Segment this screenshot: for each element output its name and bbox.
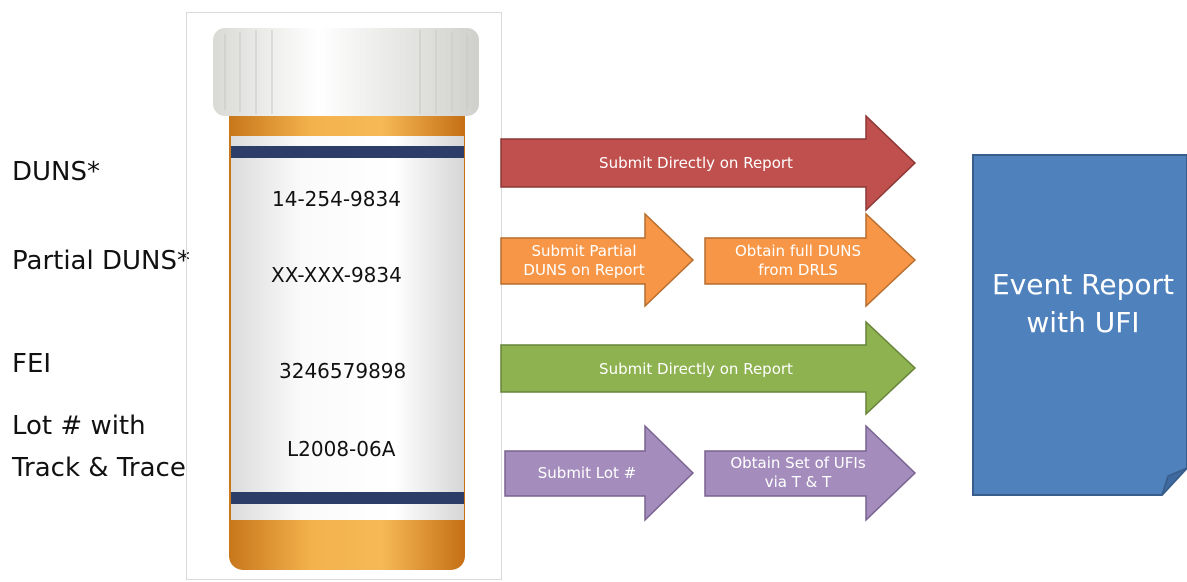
arrow-partial-obtain-line1: Obtain full DUNS — [734, 242, 861, 260]
arrow-lot-obtain-text: Obtain Set of UFIs via T & T — [705, 454, 891, 492]
arrow-fei-text: Submit Directly on Report — [599, 360, 793, 378]
label-lot-track-trace: Lot # with Track & Trace — [12, 405, 186, 489]
label-lot-line2: Track & Trace — [12, 453, 186, 483]
pill-bottle — [213, 28, 479, 570]
bottle-lot-value: L2008-06A — [287, 437, 396, 461]
arrow-duns-text: Submit Directly on Report — [599, 154, 793, 172]
arrow-fei-submit — [500, 320, 917, 416]
bottle-label — [231, 136, 464, 520]
label-partial-duns: Partial DUNS* — [12, 246, 190, 276]
label-fei: FEI — [12, 349, 52, 379]
arrow-lot-submit — [504, 424, 695, 522]
arrow-partial-obtain — [704, 212, 917, 308]
label-duns: DUNS* — [12, 157, 101, 187]
arrow-lot-obtain-line2: via T & T — [764, 473, 832, 491]
arrow-partial-obtain-text: Obtain full DUNS from DRLS — [705, 242, 891, 280]
bottle-cap — [213, 28, 479, 116]
event-report-line1: Event Report — [992, 268, 1174, 301]
bottle-fei-value: 3246579898 — [279, 359, 407, 383]
arrow-partial-obtain-line2: from DRLS — [758, 261, 838, 279]
arrow-partial-submit — [500, 212, 695, 308]
label-band-top — [231, 146, 464, 158]
arrow-partial-submit-line1: Submit Partial — [531, 242, 637, 260]
arrow-lot-submit-text: Submit Lot # — [537, 464, 637, 482]
arrow-lot-obtain — [704, 424, 917, 522]
arrow-lot-obtain-line1: Obtain Set of UFIs — [730, 454, 866, 472]
bottle-duns-value: 14-254-9834 — [272, 187, 401, 211]
label-lot-line1: Lot # with — [12, 411, 146, 441]
event-report-title: Event Report with UFI — [978, 266, 1187, 342]
arrow-partial-submit-line2: DUNS on Report — [523, 261, 645, 279]
arrow-duns-submit — [500, 114, 917, 212]
bottle-image-frame — [186, 12, 502, 580]
arrow-partial-submit-text: Submit Partial DUNS on Report — [501, 242, 667, 280]
event-report-line2: with UFI — [1026, 306, 1140, 339]
bottle-partial-duns-value: XX-XXX-9834 — [271, 263, 402, 287]
event-report-document — [972, 154, 1187, 496]
label-band-bottom — [231, 492, 464, 504]
